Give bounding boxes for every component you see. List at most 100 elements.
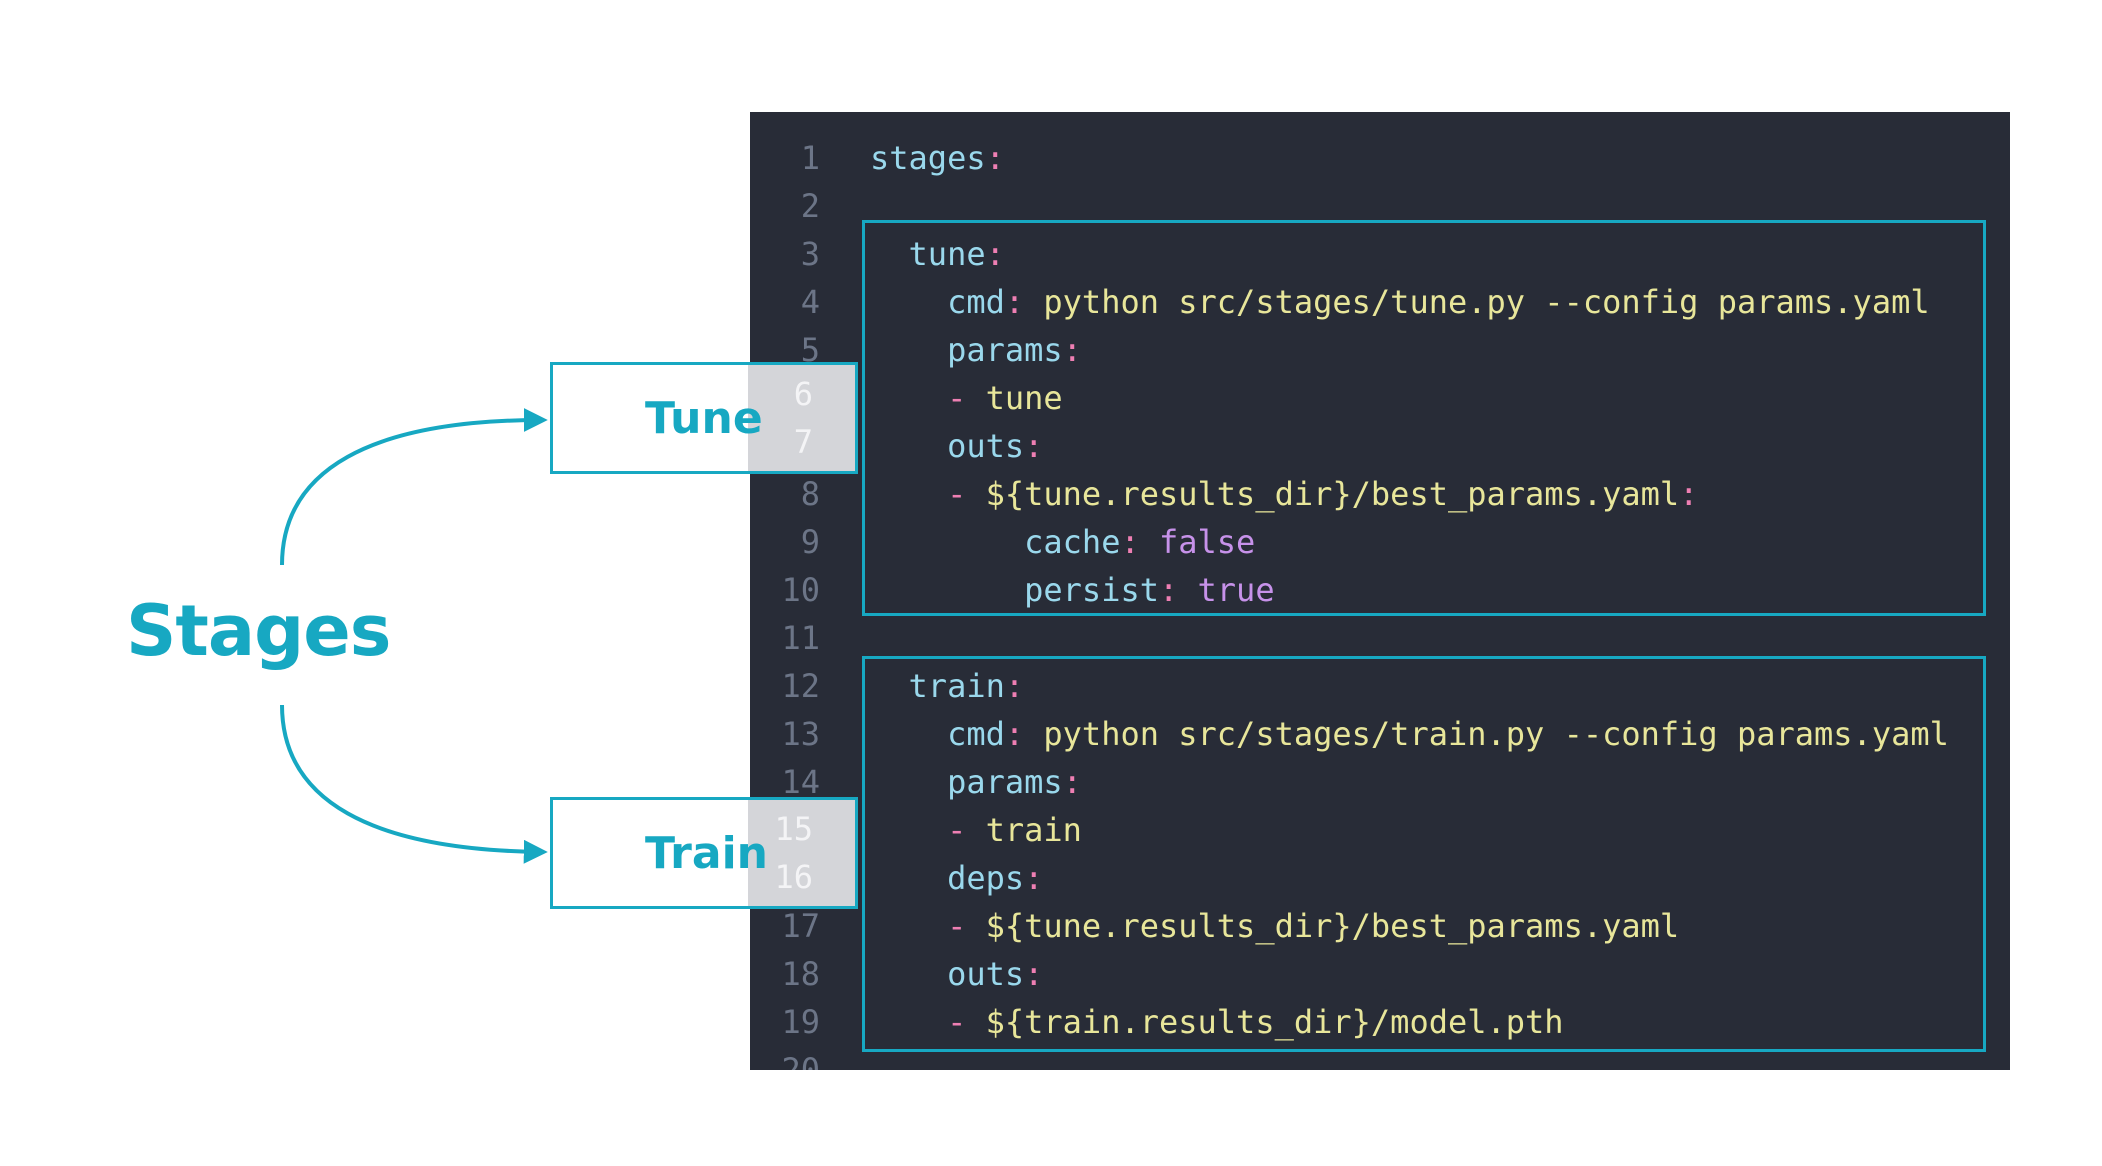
train-label-box: 15 16 Train (550, 797, 858, 909)
line-number: 2 (800, 187, 820, 225)
code-token: : (1679, 475, 1699, 513)
code-line: 5 params: (750, 326, 2010, 374)
code-token: cmd (870, 283, 1005, 321)
code-token: : (1062, 763, 1082, 801)
code-token: : (985, 235, 1005, 273)
line-number: 13 (781, 715, 820, 753)
code-token: train (985, 811, 1082, 849)
code-text: stages: (870, 134, 1005, 182)
arrow-to-train (280, 704, 548, 864)
code-text: - ${tune.results_dir}/best_params.yaml (870, 902, 1679, 950)
code-line: 10 persist: true (750, 566, 2010, 614)
tune-stage-box (862, 220, 1986, 616)
code-line: 13 cmd: python src/stages/train.py --con… (750, 710, 2010, 758)
code-line: 19 - ${train.results_dir}/model.pth (750, 998, 2010, 1046)
line-number: 18 (781, 955, 820, 993)
code-token: : (1004, 667, 1025, 705)
line-number: 12 (781, 667, 820, 705)
code-token: python src/stages/train.py --config para… (1024, 715, 1949, 753)
code-line: 2 (750, 182, 2010, 230)
code-text: params: (870, 758, 1082, 806)
arrow-to-tune (280, 408, 548, 566)
line-number: 1 (800, 139, 820, 177)
code-token: - (870, 811, 986, 849)
code-text: outs: (870, 950, 1043, 998)
code-token: : (1024, 955, 1044, 993)
code-token: true (1178, 571, 1275, 609)
code-token: params (870, 331, 1063, 369)
code-line: 17 - ${tune.results_dir}/best_params.yam… (750, 902, 2010, 950)
code-token: stages (870, 139, 986, 177)
tune-label: Tune (645, 392, 763, 444)
code-token: deps (870, 859, 1025, 897)
code-text: outs: (870, 422, 1043, 470)
line-number: 20 (781, 1051, 820, 1070)
code-line: 18 outs: (750, 950, 2010, 998)
code-token: cmd (870, 715, 1005, 753)
code-text: tune: (870, 230, 1005, 278)
code-token: tune (985, 379, 1063, 417)
line-number: 3 (800, 235, 820, 273)
code-line: 12 train: (750, 662, 2010, 710)
code-token: tune (870, 235, 986, 273)
line-number: 11 (781, 619, 820, 657)
code-line: 3 tune: (750, 230, 2010, 278)
code-text: - ${train.results_dir}/model.pth (870, 998, 1564, 1046)
train-label: Train (645, 827, 768, 879)
code-token: outs (870, 955, 1025, 993)
code-token: : (985, 139, 1005, 177)
code-text: params: (870, 326, 1082, 374)
code-text: persist: true (870, 566, 1275, 614)
code-token: : (1062, 331, 1082, 369)
code-token: - (870, 379, 986, 417)
code-line: 11 (750, 614, 2010, 662)
line-number: 4 (800, 283, 820, 321)
code-line: 14 params: (750, 758, 2010, 806)
code-text: cache: false (870, 518, 1255, 566)
line-number: 6 (793, 375, 813, 413)
code-line: 20 (750, 1046, 2010, 1070)
code-token: : (1024, 427, 1044, 465)
stages-title: Stages (126, 590, 391, 672)
code-token: persist (870, 571, 1159, 609)
code-token: - (870, 475, 986, 513)
code-token: - (870, 907, 986, 945)
code-token: false (1139, 523, 1256, 561)
line-number: 14 (781, 763, 820, 801)
code-text: cmd: python src/stages/train.py --config… (870, 710, 1949, 758)
code-token: - (870, 1003, 986, 1041)
code-text: train: (870, 662, 1025, 710)
line-number: 5 (800, 331, 820, 369)
line-number: 16 (774, 858, 813, 896)
code-text: - ${tune.results_dir}/best_params.yaml: (870, 470, 1698, 518)
code-line: 1 stages: (750, 134, 2010, 182)
tune-label-box: 6 7 Tune (550, 362, 858, 474)
code-token: python src/stages/tune.py --config param… (1024, 283, 1930, 321)
line-number: 8 (800, 475, 820, 513)
code-token: ${tune.results_dir}/best_params.yaml (985, 907, 1680, 945)
code-token: : (1120, 523, 1140, 561)
line-number: 15 (774, 810, 813, 848)
code-text: deps: (870, 854, 1043, 902)
line-number: 10 (781, 571, 820, 609)
code-token: ${tune.results_dir}/best_params.yaml (985, 475, 1680, 513)
code-token: : (1158, 571, 1179, 609)
line-number: 9 (800, 523, 820, 561)
line-number: 19 (781, 1003, 820, 1041)
code-token: train (870, 667, 1005, 705)
code-line: 8 - ${tune.results_dir}/best_params.yaml… (750, 470, 2010, 518)
code-token: params (870, 763, 1063, 801)
line-number: 17 (781, 907, 820, 945)
code-token: : (1004, 715, 1025, 753)
code-token: : (1004, 283, 1025, 321)
code-token: : (1024, 859, 1044, 897)
code-line: 4 cmd: python src/stages/tune.py --confi… (750, 278, 2010, 326)
code-text: - tune (870, 374, 1063, 422)
code-token: ${train.results_dir}/model.pth (985, 1003, 1564, 1041)
line-number: 7 (793, 423, 813, 461)
code-token: outs (870, 427, 1025, 465)
code-text: - train (870, 806, 1082, 854)
train-stage-box (862, 656, 1986, 1052)
